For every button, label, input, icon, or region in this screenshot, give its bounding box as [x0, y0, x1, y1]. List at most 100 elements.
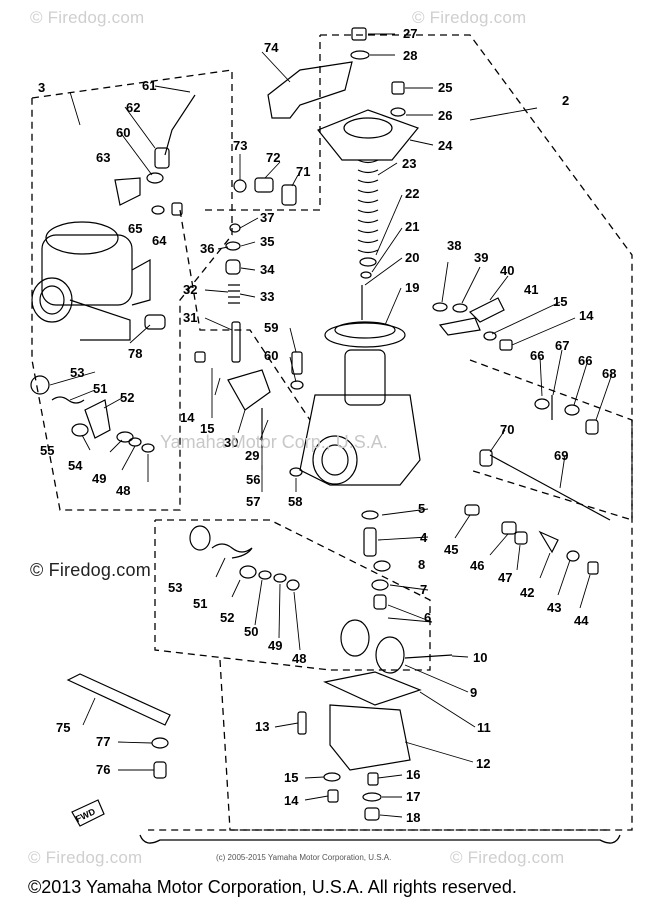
main-jet-4: [363, 527, 377, 557]
lever-63: [114, 177, 141, 206]
callout-62: 62: [126, 100, 140, 115]
link-47: [514, 531, 528, 545]
callout-15c: 15: [284, 770, 298, 785]
callout-43: 43: [547, 600, 561, 615]
washer-15c: [483, 331, 497, 341]
copyright-small: (c) 2005-2015 Yamaha Motor Corporation, …: [216, 853, 392, 862]
outline-group-3: [31, 69, 233, 511]
bracket-75: [66, 673, 171, 726]
callout-56: 56: [246, 472, 260, 487]
callout-18: 18: [406, 810, 420, 825]
callout-27: 27: [403, 26, 417, 41]
screw-14a: [194, 351, 206, 363]
callout-70: 70: [500, 422, 514, 437]
callout-23: 23: [402, 156, 416, 171]
callout-8: 8: [418, 557, 425, 572]
callout-22: 22: [405, 186, 419, 201]
watermark-center: Yamaha Motor Corp., U.S.A.: [160, 432, 388, 452]
lever-40: [468, 297, 505, 323]
part-drawings: [30, 27, 611, 827]
washer-54: [116, 431, 134, 443]
top-cover: [317, 109, 419, 161]
callout-20: 20: [405, 250, 419, 265]
callout-59: 59: [264, 320, 278, 335]
outline-group-right: [469, 359, 633, 521]
sleeve-71: [281, 184, 297, 206]
spring-60: [290, 380, 304, 390]
callout-77: 77: [96, 734, 110, 749]
washer-50: [258, 570, 272, 580]
watermark-top-left: © Firedog.com: [30, 8, 145, 27]
washer-17: [362, 792, 382, 802]
washer-77: [151, 737, 169, 749]
seal-53b: [189, 525, 211, 551]
callout-60a: 60: [116, 125, 130, 140]
washer-43: [566, 550, 580, 562]
callout-46: 46: [470, 558, 484, 573]
callout-17: 17: [406, 789, 420, 804]
washer-39: [452, 303, 468, 313]
callout-14b: 14: [180, 410, 195, 425]
float-pin-10: [404, 654, 453, 659]
diaphragm-52a: [84, 399, 111, 439]
screw-44: [587, 561, 599, 575]
seal-53a: [30, 375, 50, 395]
washer-8: [373, 560, 391, 572]
gasket-11: [323, 671, 422, 706]
callout-48a: 48: [116, 483, 130, 498]
float-bowl-12: [329, 704, 411, 771]
callout-30: 30: [224, 435, 238, 450]
assembly-outlines: [31, 34, 633, 844]
callout-55: 55: [40, 443, 54, 458]
callout-4: 4: [420, 530, 428, 545]
jet-6: [373, 594, 387, 610]
clip-21: [360, 271, 372, 279]
callout-29: 29: [245, 448, 259, 463]
callout-15a: 15: [553, 294, 567, 309]
bracket-74: [267, 61, 353, 119]
screw-14c: [499, 339, 513, 351]
washer-28: [350, 50, 370, 60]
watermark-bottom-left: © Firedog.com: [28, 848, 143, 867]
callout-25: 25: [438, 80, 452, 95]
cable-61: [164, 94, 196, 156]
callout-numbers: 2 3 74 27 28 25 26 24 23 22 21 20 19 61 …: [38, 26, 616, 825]
screw-64: [171, 202, 183, 216]
callout-21: 21: [405, 219, 419, 234]
callout-15b: 15: [200, 421, 214, 436]
callout-39: 39: [474, 250, 488, 265]
shaft-69: [489, 454, 611, 521]
screw-25: [391, 81, 405, 95]
callout-24: 24: [438, 138, 453, 153]
callout-51a: 51: [93, 381, 107, 396]
screw-18: [364, 807, 380, 821]
callout-75: 75: [56, 720, 70, 735]
screw-68: [585, 419, 599, 435]
callout-33: 33: [260, 289, 274, 304]
callout-35: 35: [260, 234, 274, 249]
callout-31: 31: [183, 310, 197, 325]
callout-14c: 14: [284, 793, 299, 808]
nut-60: [146, 172, 164, 184]
washer-15: [323, 772, 341, 782]
washer-26: [390, 107, 406, 117]
bracket-bottom: [139, 834, 621, 844]
callout-48b: 48: [292, 651, 306, 666]
callout-51b: 51: [193, 596, 207, 611]
washer-66b: [564, 404, 580, 416]
callout-52b: 52: [220, 610, 234, 625]
callout-12: 12: [476, 756, 490, 771]
nut-48b: [286, 579, 300, 591]
callout-37: 37: [260, 210, 274, 225]
callout-5: 5: [418, 501, 425, 516]
spring-51a: [51, 396, 85, 404]
callout-7: 7: [420, 582, 427, 597]
callout-50: 50: [244, 624, 258, 639]
lever-72: [254, 177, 274, 193]
adjuster-62: [154, 147, 170, 169]
callout-74: 74: [264, 40, 279, 55]
callout-64: 64: [152, 233, 167, 248]
leader-lines: [49, 33, 613, 818]
callout-49b: 49: [268, 638, 282, 653]
